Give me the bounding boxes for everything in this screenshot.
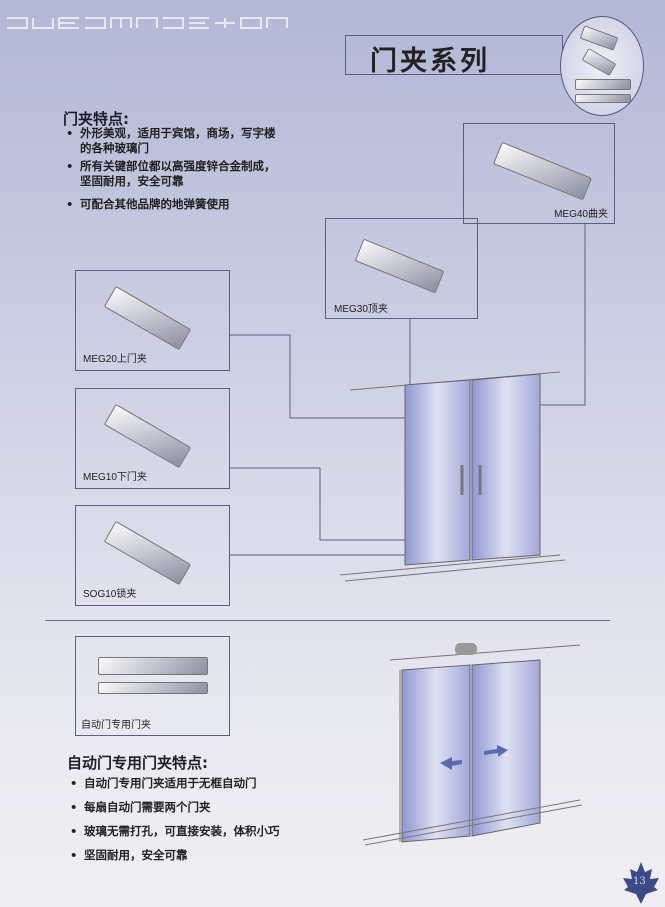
page-number-badge: 13 — [622, 862, 660, 904]
maple-leaf-icon — [623, 862, 659, 904]
product-label: MEG40曲夹 — [554, 209, 608, 220]
features-heading: 门夹特点: — [63, 110, 129, 128]
page-title-box: 门夹系列 — [345, 35, 563, 77]
product-meg10: MEG10下门夹 — [75, 388, 230, 489]
auto-features-list: 自动门专用门夹适用于无框自动门 每扇自动门需要两个门夹 玻璃无需打孔，可直接安装… — [70, 776, 330, 863]
product-sog10: SOG10锁夹 — [75, 505, 230, 606]
arrow-left-icon — [440, 757, 462, 770]
feature-item: 可配合其他品牌的地弹簧使用 — [66, 197, 276, 212]
product-auto-door-clamp: 自动门专用门夹 — [75, 636, 230, 736]
feature-item: 所有关键部位都以高强度锌合金制成，坚固耐用，安全可靠 — [66, 159, 276, 189]
auto-feature-item: 玻璃无需打孔，可直接安装，体积小巧 — [70, 824, 330, 839]
product-label: MEG30顶夹 — [334, 304, 388, 315]
arrow-right-icon — [484, 745, 508, 757]
product-label: MEG10下门夹 — [83, 472, 147, 483]
product-meg40: MEG40曲夹 — [463, 123, 615, 224]
page-title: 门夹系列 — [370, 46, 490, 77]
auto-feature-item: 自动门专用门夹适用于无框自动门 — [70, 776, 330, 791]
feature-item: 外形美观，适用于宾馆，商场，写字楼的各种玻璃门 — [66, 126, 276, 156]
glass-door-diagram — [339, 371, 566, 582]
product-label: 自动门专用门夹 — [81, 720, 151, 731]
product-label: SOG10锁夹 — [83, 589, 137, 600]
door-sensor — [455, 643, 477, 655]
auto-features-heading: 自动门专用门夹特点: — [67, 754, 208, 772]
auto-feature-item: 每扇自动门需要两个门夹 — [70, 800, 330, 815]
automatic-door-diagram — [362, 643, 583, 846]
product-meg20: MEG20上门夹 — [75, 270, 230, 371]
product-thumbnail-circle — [560, 16, 644, 116]
features-list: 外形美观，适用于宾馆，商场，写字楼的各种玻璃门 所有关键部位都以高强度锌合金制成… — [66, 126, 276, 212]
auto-feature-item: 坚固耐用，安全可靠 — [70, 848, 330, 863]
section-divider — [45, 620, 610, 621]
product-meg30: MEG30顶夹 — [325, 218, 478, 319]
page-number: 13 — [633, 876, 646, 887]
brand-watermark — [7, 17, 288, 29]
product-label: MEG20上门夹 — [83, 354, 147, 365]
